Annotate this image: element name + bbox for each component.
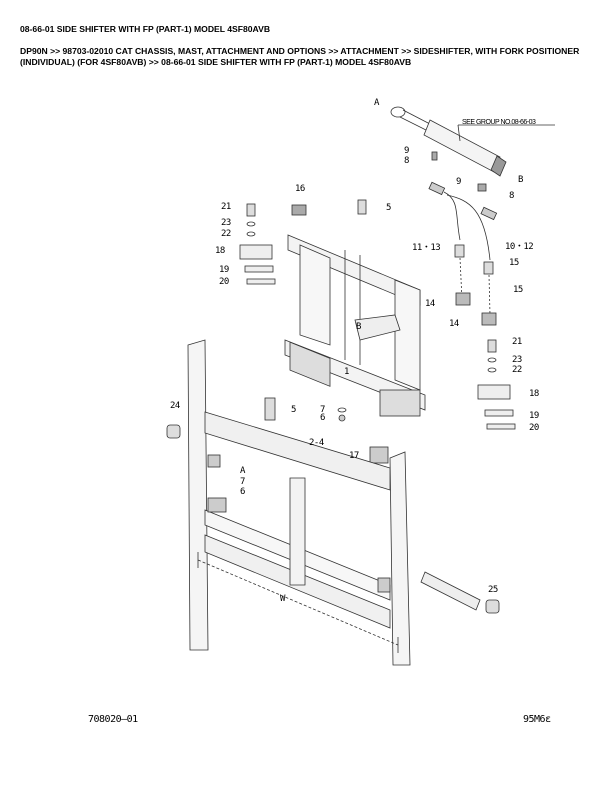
callout: 15	[509, 258, 519, 268]
callout: 22	[512, 365, 522, 375]
callout: 8	[404, 156, 409, 166]
callout: 18	[529, 389, 539, 399]
drawing-number: 708020–01	[88, 714, 138, 725]
callout: 11・13	[412, 243, 441, 253]
callout: 21	[221, 202, 231, 212]
callout: 10・12	[505, 242, 534, 252]
callout: 17	[349, 451, 359, 461]
breadcrumb: DP90N >> 98703-02010 CAT CHASSIS, MAST, …	[20, 46, 580, 67]
fork-positioner-frame	[187, 339, 411, 666]
page-title: 08-66-01 SIDE SHIFTER WITH FP (PART-1) M…	[20, 24, 271, 34]
callout: 9	[404, 146, 409, 156]
dimension-label: W	[280, 594, 285, 604]
callout: 24	[170, 401, 180, 411]
callout: 20	[529, 423, 539, 433]
callout: 14	[425, 299, 435, 309]
callout: 6	[320, 413, 325, 423]
callout: 16	[295, 184, 305, 194]
callout: 5	[291, 405, 296, 415]
callout: 14	[449, 319, 459, 329]
hydraulic-cylinder	[390, 106, 555, 177]
callout: B	[356, 322, 361, 332]
callout: 7	[240, 477, 245, 487]
callout: 8	[509, 191, 514, 201]
callout: 25	[488, 585, 498, 595]
callout: 19	[529, 411, 539, 421]
callout: 6	[240, 487, 245, 497]
callout: 21	[512, 337, 522, 347]
diagram-note: SEE GROUP NO.08-66-03	[462, 119, 536, 126]
callout: 22	[221, 229, 231, 239]
callout: 19	[219, 265, 229, 275]
sideshifter-frame	[284, 234, 426, 417]
callout: 20	[219, 277, 229, 287]
hoses	[428, 151, 498, 326]
callout: A	[240, 466, 245, 476]
small-parts-left	[166, 199, 516, 614]
callout: 1	[344, 367, 349, 377]
callout: B	[518, 175, 523, 185]
callout: 2-4	[309, 438, 324, 448]
callout: 15	[513, 285, 523, 295]
callout: 18	[215, 246, 225, 256]
callout: 23	[221, 218, 231, 228]
callout: 23	[512, 355, 522, 365]
callout: 5	[386, 203, 391, 213]
figure-code: 95M6ε	[523, 714, 551, 725]
callout: 9	[456, 177, 461, 187]
callout: A	[374, 98, 379, 108]
callout: 7	[320, 405, 325, 415]
